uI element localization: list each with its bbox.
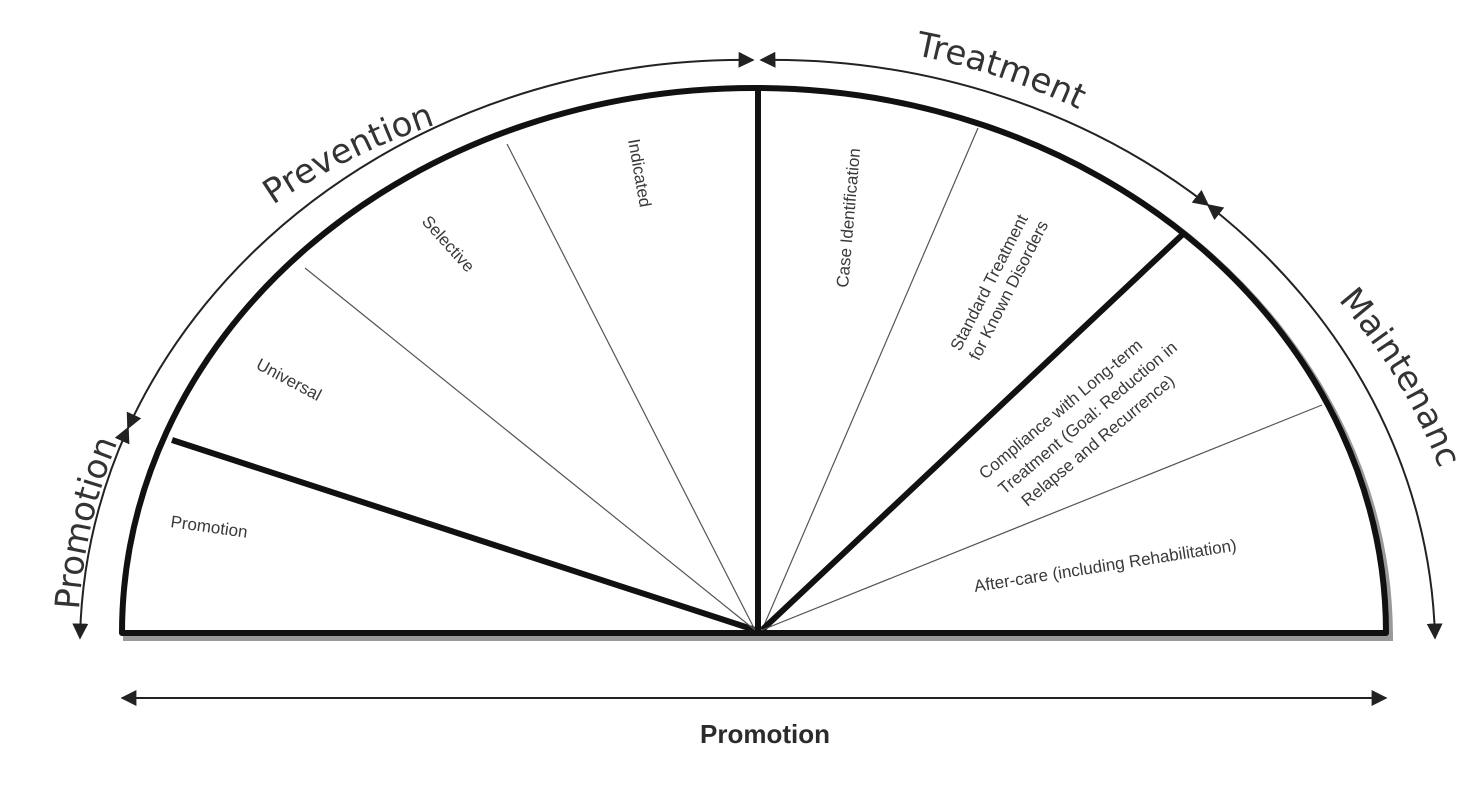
outer-arc-promotion bbox=[72, 426, 130, 640]
divider-compliance-aftercare bbox=[761, 404, 1323, 631]
bottom-label-promotion: Promotion bbox=[700, 719, 830, 749]
divider-treatment-maintenance bbox=[759, 232, 1185, 633]
divider-selective-indicated bbox=[506, 143, 756, 631]
outer-arc-prevention bbox=[126, 51, 755, 430]
divider-case-standard bbox=[761, 127, 979, 631]
outer-arc-treatment bbox=[759, 51, 1210, 206]
outer-label-treatment: Treatment bbox=[912, 24, 1092, 117]
outer-label-promotion: Promotion bbox=[48, 431, 126, 611]
semicircle bbox=[119, 85, 1394, 641]
outer-arc-maintenance bbox=[1206, 204, 1443, 640]
outer-arrow-arcs bbox=[72, 51, 1443, 640]
segment-dividers bbox=[171, 90, 1323, 633]
divider-universal-selective bbox=[304, 267, 756, 631]
semicircle-outline bbox=[119, 85, 1389, 636]
divider-promotion-universal bbox=[171, 437, 756, 633]
